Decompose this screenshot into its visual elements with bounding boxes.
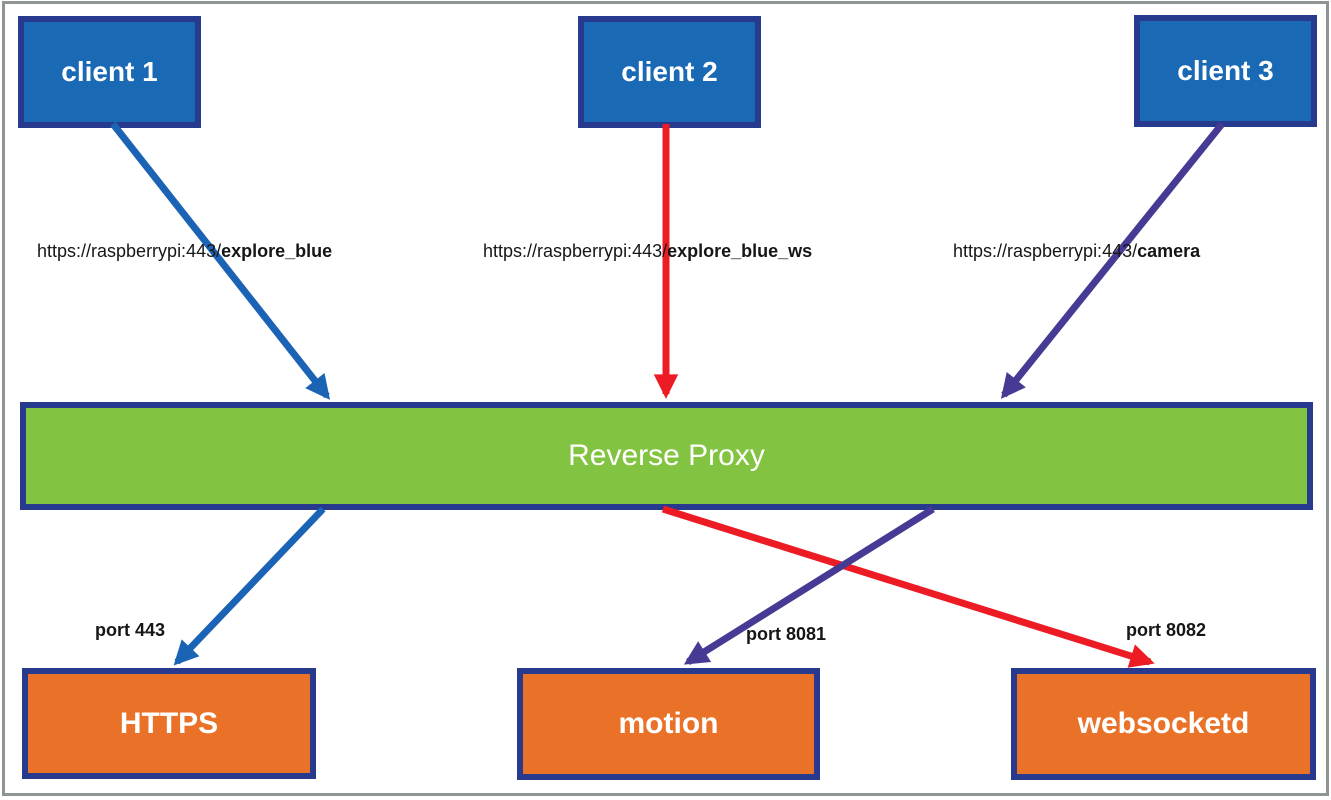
client-1-label: client 1	[61, 56, 158, 87]
client-1-box: client 1	[18, 16, 201, 128]
url-path: explore_blue_ws	[667, 241, 813, 261]
https-service-box: HTTPS	[22, 668, 316, 779]
https-service-label: HTTPS	[119, 706, 219, 740]
reverse-proxy-label: Reverse Proxy	[568, 439, 765, 472]
arrow-proxy-to-websocketd	[661, 505, 1155, 668]
motion-service-label: motion	[618, 707, 719, 740]
url-label-explore-blue-ws: https://raspberrypi:443/explore_blue_ws	[483, 241, 812, 262]
url-prefix: https://raspberrypi:443/	[37, 241, 222, 261]
websocketd-service-box: websocketd	[1011, 668, 1316, 780]
url-label-explore-blue: https://raspberrypi:443/explore_blue	[37, 241, 332, 262]
url-path: explore_blue	[221, 241, 333, 261]
port-8081-label: port 8081	[746, 624, 827, 644]
url-prefix: https://raspberrypi:443/	[483, 241, 668, 261]
port-8082-label: port 8082	[1126, 620, 1207, 640]
reverse-proxy-box: Reverse Proxy	[20, 402, 1313, 510]
motion-service-box: motion	[517, 668, 820, 780]
url-path: camera	[1137, 241, 1201, 261]
client-3-label: client 3	[1177, 55, 1274, 86]
url-prefix: https://raspberrypi:443/	[953, 241, 1138, 261]
arrow-proxy-to-https	[173, 506, 326, 666]
client-3-box: client 3	[1134, 15, 1317, 127]
url-label-camera: https://raspberrypi:443/camera	[953, 241, 1200, 262]
client-2-box: client 2	[578, 16, 761, 128]
websocketd-service-label: websocketd	[1077, 707, 1250, 740]
port-443-label: port 443	[95, 620, 166, 640]
client-2-label: client 2	[621, 56, 718, 87]
